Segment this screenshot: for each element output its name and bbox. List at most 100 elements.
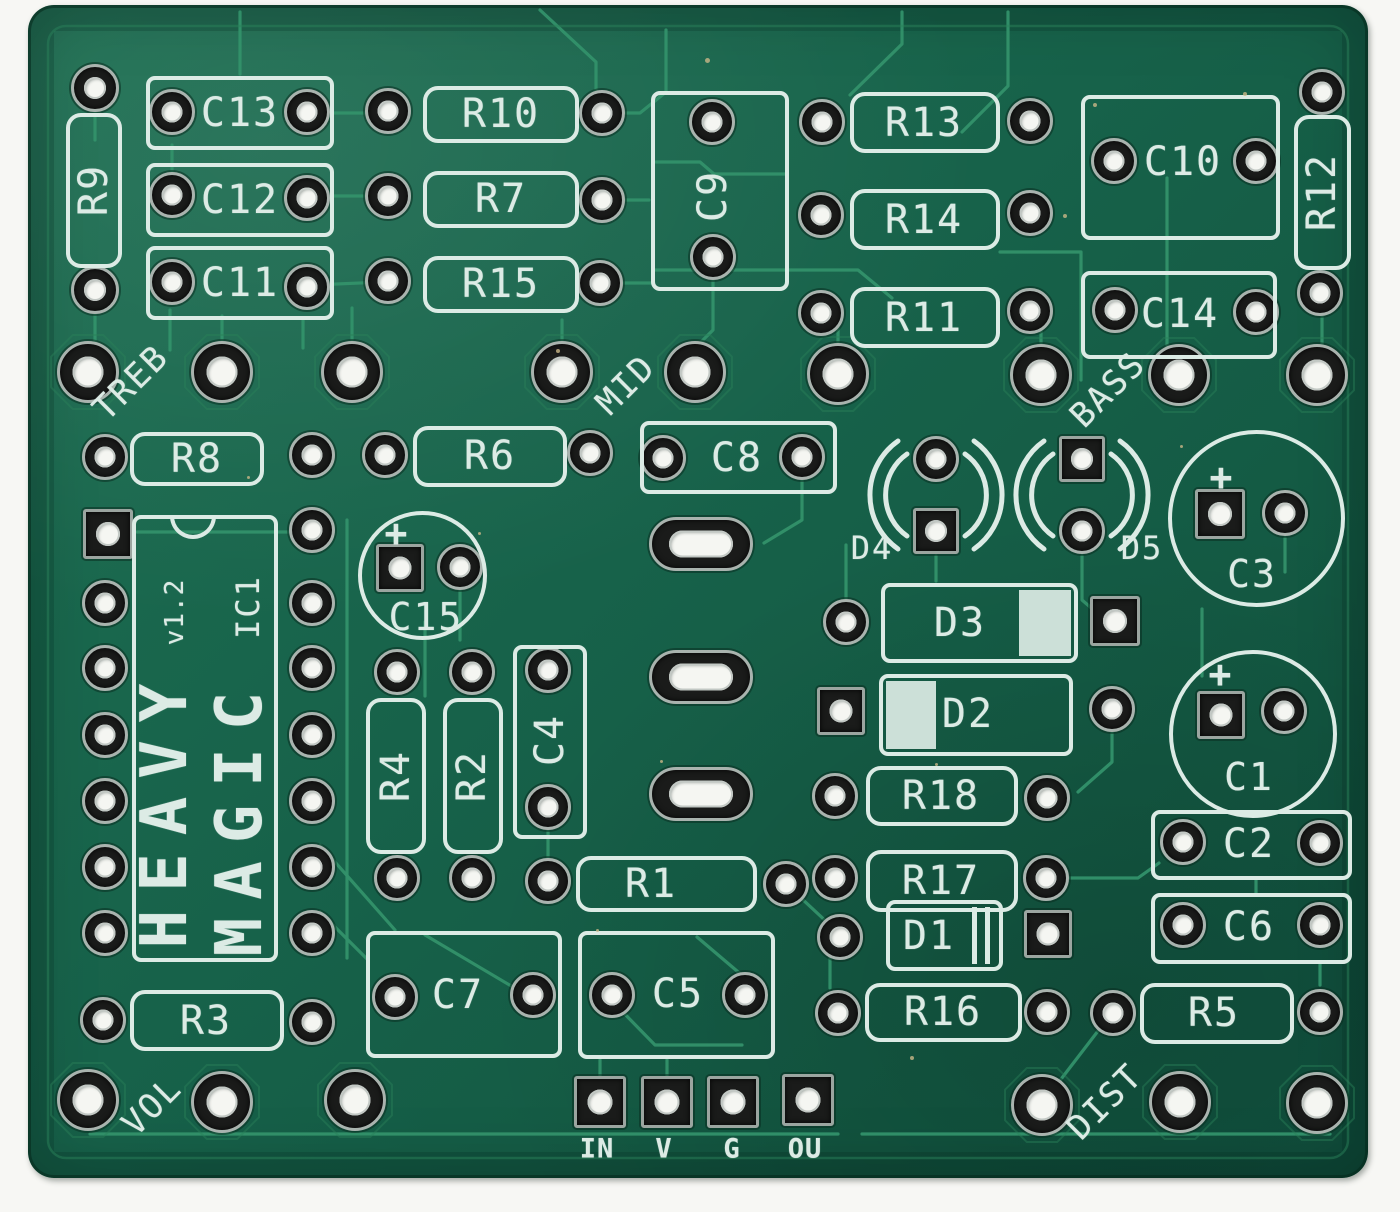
through-hole-pad [289,778,335,824]
dust-speck [556,349,560,353]
pad-hole [1101,698,1123,720]
slot-hole [669,780,733,808]
pad-hole [94,856,116,878]
control-pad [807,343,869,405]
io-pin-label-v: V [655,1133,673,1165]
silk-label-r4: R4 [373,749,419,803]
pad-hole [386,661,408,683]
through-hole-pad [812,855,858,901]
pad-hole [810,302,832,324]
through-hole-pad [289,645,335,691]
through-hole-pad [374,855,420,901]
polarity-plus-c3: + [1209,455,1235,499]
polarity-plus-c1: + [1208,652,1234,696]
pad-hole [339,1084,371,1116]
control-pad [191,1071,253,1133]
pad-hole [827,1002,849,1024]
square-pad [707,1076,759,1128]
through-hole-pad [71,64,119,112]
square-pad [913,508,959,554]
square-pad [782,1074,834,1126]
through-hole-pad [823,599,869,645]
pad-hole [1036,1001,1058,1023]
through-hole-pad [289,507,335,553]
dust-speck [596,929,599,932]
through-hole-pad [80,997,126,1043]
through-hole-pad [449,649,495,695]
pad-hole [301,790,323,812]
pad-hole [811,111,833,133]
pad-hole [591,102,613,124]
silk-label-r3: R3 [179,998,233,1044]
through-hole-pad [71,266,119,314]
silk-label-c6: C6 [1222,904,1276,950]
pad-hole [206,356,238,388]
slot-hole [669,663,733,691]
square-pad [1024,910,1072,958]
pad-hole [1309,282,1331,304]
pad-hole [925,448,947,470]
square-pad [83,509,133,559]
through-hole-pad [579,90,625,136]
pad-hole [1311,81,1333,103]
pad-hole [377,100,399,122]
pad-hole [1035,867,1057,889]
control-pad [1011,1074,1073,1136]
pad-hole [775,873,797,895]
silk-label-r15: R15 [461,261,541,307]
through-hole-pad [365,173,411,219]
through-hole-pad [82,712,128,758]
silk-label-c5: C5 [651,971,705,1017]
through-hole-pad [763,861,809,907]
io-pin-label-g: G [723,1133,741,1165]
pad-hole [301,922,323,944]
pad-hole [377,270,399,292]
silk-label-r1: R1 [624,861,678,907]
through-hole-pad [1297,989,1343,1035]
slot-pad [649,767,753,821]
pad-hole [822,358,854,390]
pad-hole [1036,787,1058,809]
silk-label-c12: C12 [200,177,280,223]
through-hole-pad [525,858,571,904]
through-hole-pad [798,290,844,336]
through-hole-pad [82,434,128,480]
pad-hole [206,1086,238,1118]
pad-hole [591,189,613,211]
through-hole-pad [798,192,844,238]
silk-label-c10: C10 [1143,139,1223,185]
pad-hole [1102,1002,1124,1024]
silk-label-r12: R12 [1299,152,1345,232]
through-hole-pad [913,436,959,482]
silk-label-d5: D5 [1120,529,1164,567]
silk-label-d3: D3 [933,600,987,646]
through-hole-pad [374,649,420,695]
silk-label-c13: C13 [200,90,280,136]
through-hole-pad [1297,270,1343,316]
dust-speck [247,476,250,479]
silk-label-c7: C7 [431,972,485,1018]
control-pad [1010,344,1072,406]
through-hole-pad [1090,990,1136,1036]
silk-label-c9: C9 [690,169,736,223]
slot-hole [669,530,733,558]
through-hole-pad [289,910,335,956]
pad-hole [1309,1001,1331,1023]
pad-hole [92,1009,114,1031]
through-hole-pad [1059,508,1105,554]
through-hole-pad [289,844,335,890]
square-pad [1090,596,1140,646]
pad-hole [386,867,408,889]
control-pad [531,341,593,403]
pad-hole [377,185,399,207]
pad-hole [301,592,323,614]
pad-hole [537,870,559,892]
pad-hole [84,77,106,99]
dust-speck [705,58,710,63]
silk-label-c4: C4 [527,713,573,767]
through-hole-pad [799,99,845,145]
pad-hole [461,661,483,683]
silk-label-d4: D4 [850,529,894,567]
d1-cathode-bar [985,907,990,964]
pad-hole [1301,1087,1333,1119]
